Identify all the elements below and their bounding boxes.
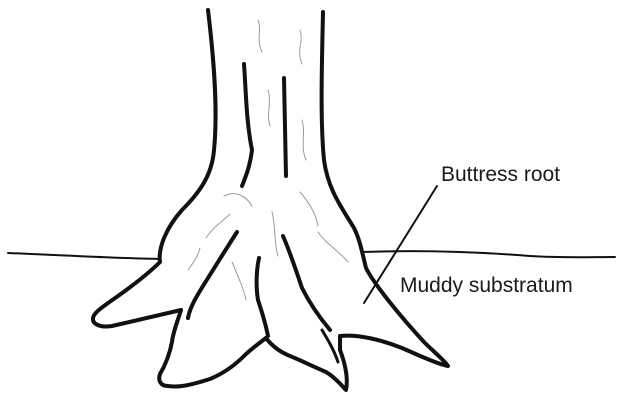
ground-line-right — [362, 251, 615, 257]
bark-texture — [224, 194, 252, 206]
root-ridge-small-right — [322, 330, 338, 362]
bark-stripe-2 — [284, 78, 286, 176]
root-center-lobe — [266, 336, 347, 390]
ground-line — [8, 253, 160, 259]
bark-texture — [258, 20, 262, 52]
bark-stripe-1 — [242, 64, 252, 186]
root-ridge-right — [283, 236, 330, 330]
root-left-lobe — [159, 310, 266, 387]
bark-texture — [318, 232, 348, 262]
bark-texture — [206, 214, 230, 238]
bark-texture — [268, 90, 270, 126]
root-ridge-left — [188, 232, 237, 318]
buttress-root-label: Buttress root — [441, 164, 560, 185]
muddy-substratum-label: Muddy substratum — [400, 275, 573, 296]
bark-texture — [232, 262, 246, 300]
trunk-left-edge — [93, 10, 216, 327]
bark-texture — [300, 192, 318, 226]
bark-texture — [302, 120, 306, 160]
bark-texture — [300, 30, 302, 64]
trunk-right-edge — [322, 12, 448, 366]
bark-texture — [188, 248, 200, 270]
root-ridge-center — [257, 258, 268, 336]
bark-texture — [272, 212, 278, 256]
